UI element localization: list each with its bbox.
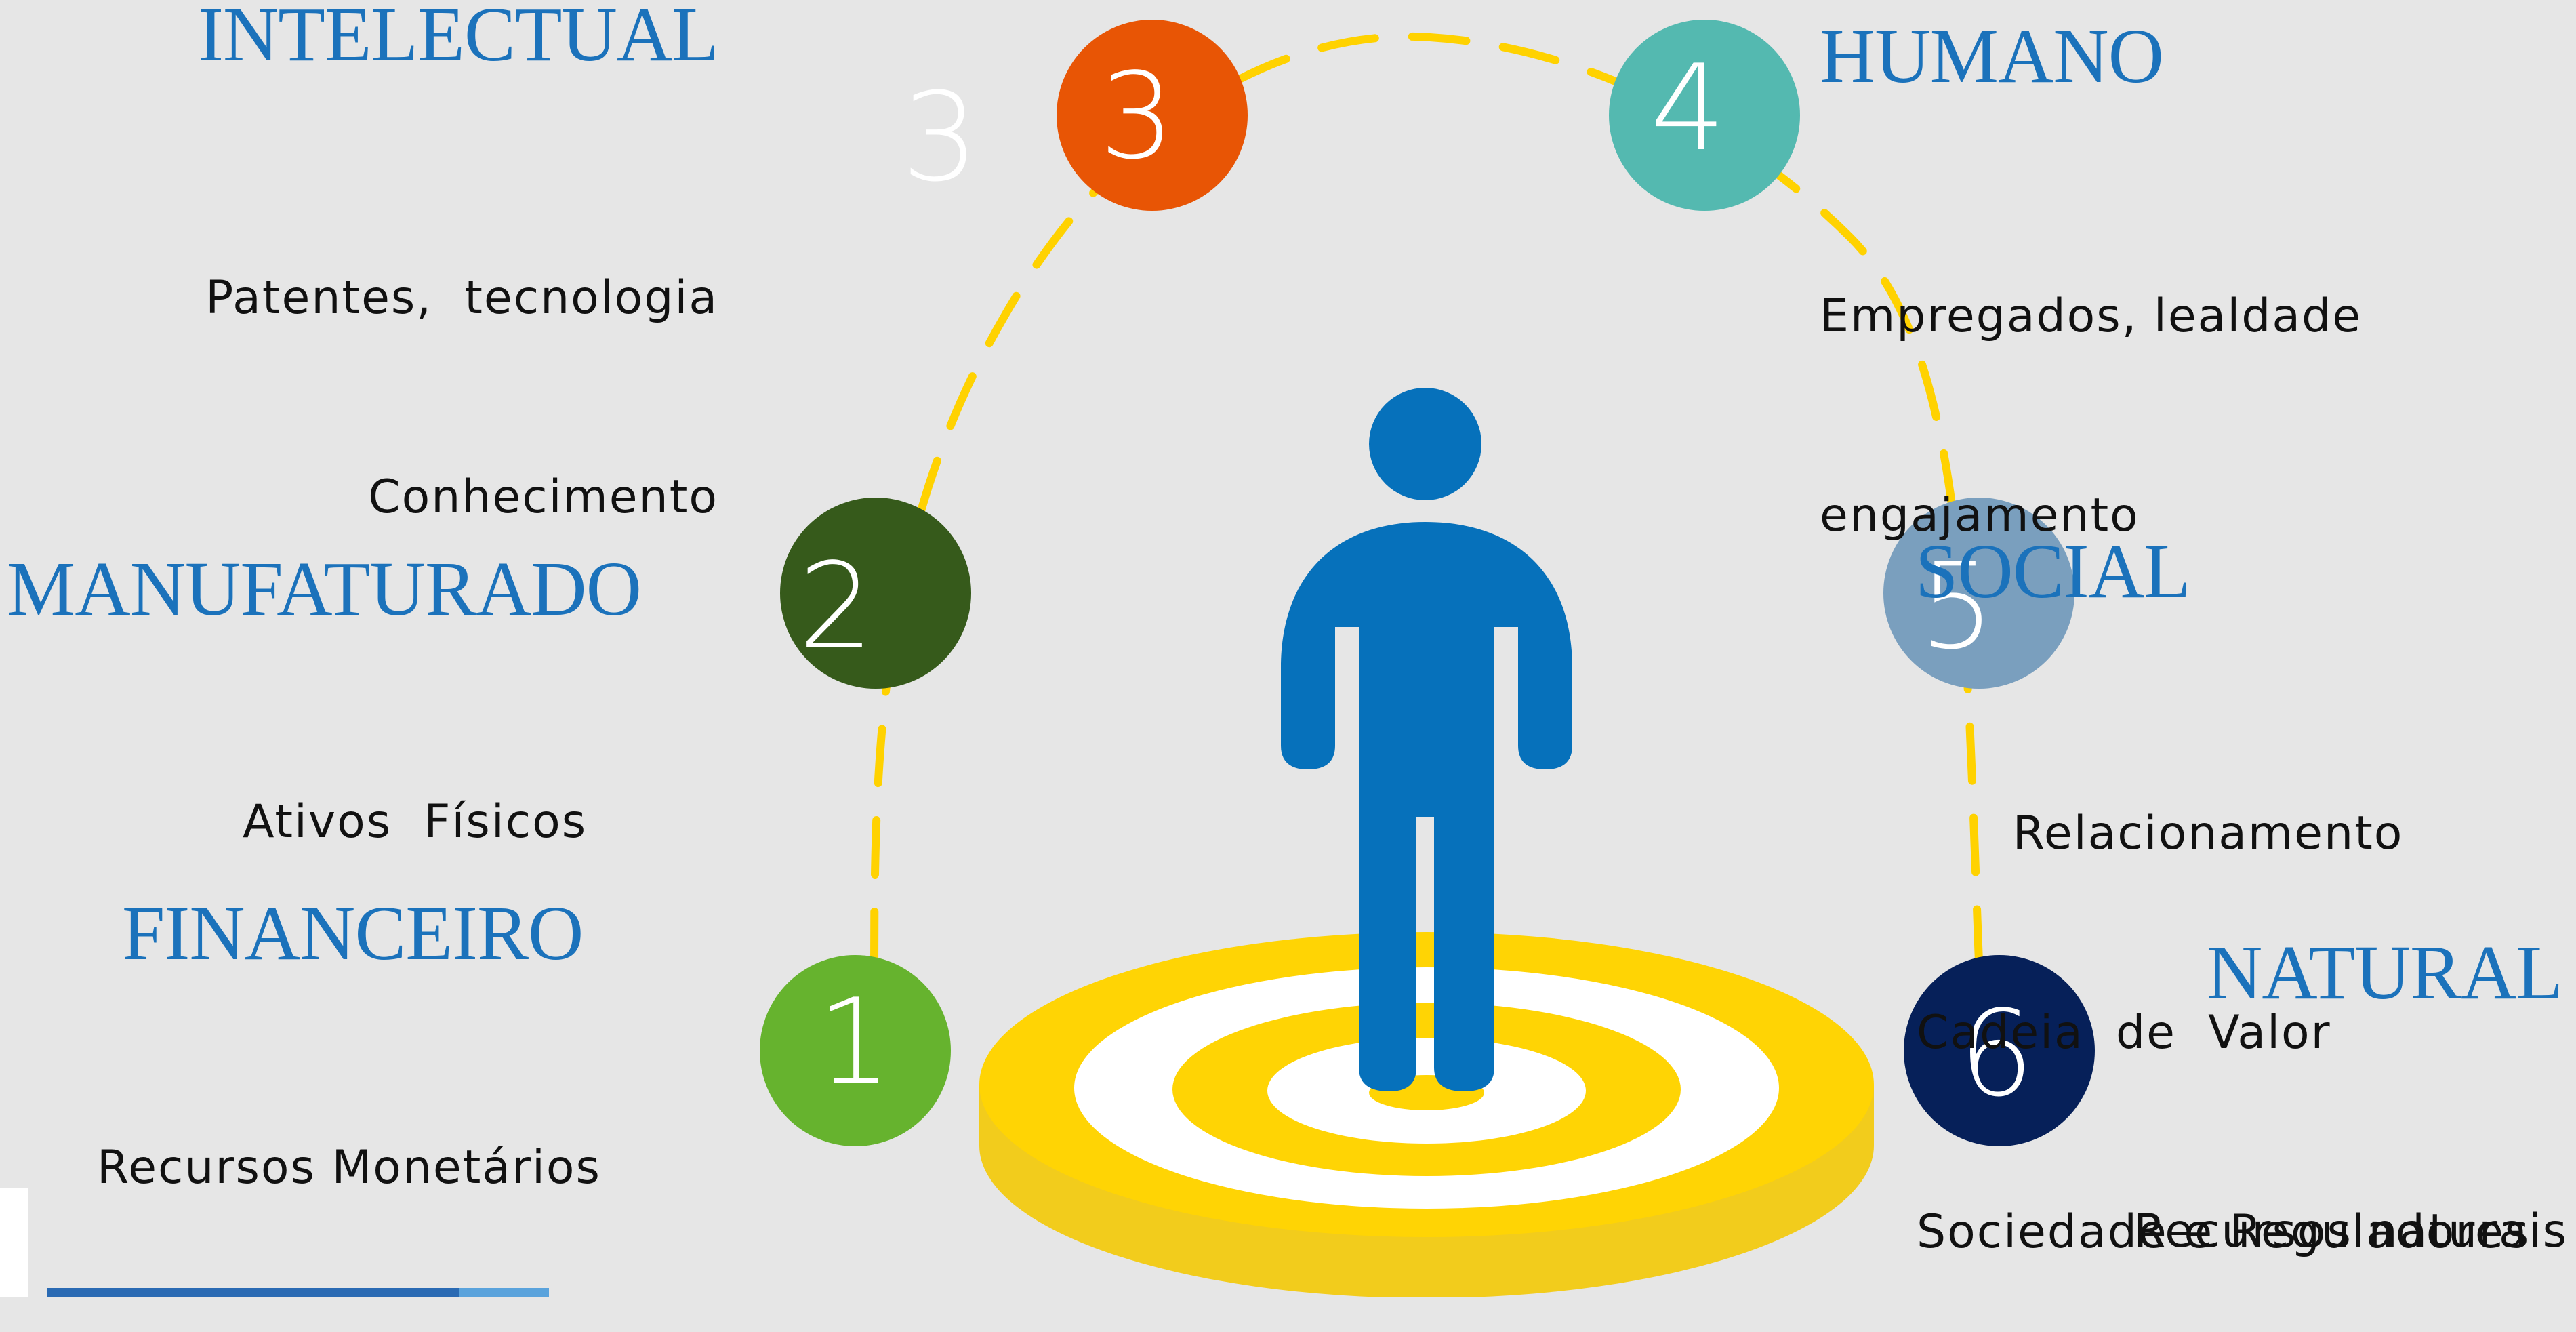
desc-financeiro: Recursos Monetários: [97, 1002, 601, 1268]
circle-6-number: 6: [1959, 986, 2034, 1123]
circle-4-number: 4: [1650, 40, 1725, 178]
circle-5-number: 5: [1919, 538, 1995, 676]
circle-2: 2: [780, 498, 971, 689]
connecting-arc: [870, 32, 1983, 970]
corner-logo-fragment: [0, 1188, 28, 1297]
person-icon: [1281, 388, 1572, 1091]
desc-manufaturado: Ativos Físicos: [243, 656, 587, 922]
stray-number-label: 3: [901, 67, 979, 209]
heading-intelectual: INTELECTUAL: [198, 0, 719, 77]
circle-4: 4: [1609, 20, 1800, 211]
circle-1: 1: [760, 955, 951, 1146]
desc-intelectual-line-1: Patentes, tecnologia: [205, 271, 718, 325]
desc-intelectual-line-2: Conhecimento: [368, 470, 718, 524]
circle-3-number: 3: [1099, 48, 1174, 186]
desc-social-line-1: Relacionamento: [1917, 807, 2404, 860]
circle-6: 6: [1904, 955, 2095, 1146]
heading-manufaturado: MANUFATURADO: [7, 546, 642, 632]
desc-social: Relacionamento Cadeia de Valor Sociedade…: [1917, 668, 2530, 1332]
desc-humano: Empregados, lealdade engajamento: [1820, 150, 2362, 615]
desc-manufaturado-line-1: Ativos Físicos: [243, 795, 588, 849]
heading-humano: HUMANO: [1820, 13, 2164, 99]
diagram-canvas: 1 2 3 4 5 6 3: [760, 20, 2095, 1297]
desc-humano-line-1: Empregados, lealdade: [1820, 289, 2363, 343]
desc-intelectual: Patentes, tecnologia Conhecimento: [203, 132, 718, 597]
desc-financeiro-line-1: Recursos Monetários: [97, 1141, 601, 1194]
circle-1-number: 1: [817, 974, 892, 1112]
footer-bar: [47, 1288, 549, 1297]
desc-natural-line-1: Recursos naturais: [2133, 1205, 2569, 1258]
circle-3: 3: [1057, 20, 1248, 211]
heading-natural: NATURAL: [2207, 929, 2563, 1015]
heading-financeiro: FINANCEIRO: [122, 890, 584, 976]
circle-2-number: 2: [798, 538, 874, 676]
desc-social-line-3: Sociedade e Reguladores: [1917, 1205, 2531, 1259]
desc-social-line-2: Cadeia de Valor: [1917, 1006, 2331, 1059]
heading-social: SOCIAL: [1915, 528, 2191, 614]
circle-5: 5: [1883, 498, 2074, 689]
desc-natural: Recursos naturais: [2133, 1066, 2568, 1331]
target-platform-icon: [979, 932, 1874, 1297]
desc-humano-line-2: engajamento: [1820, 489, 2140, 542]
